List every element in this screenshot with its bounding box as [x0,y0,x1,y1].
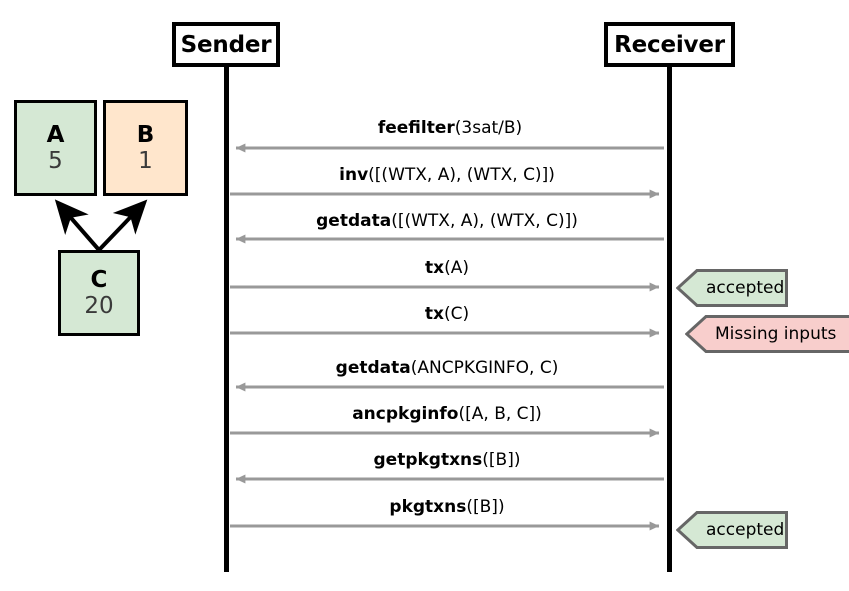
message-args-2: ([(WTX, A), (WTX, C)]) [368,165,555,185]
tx-dependency-edge-C-to-A [54,199,101,252]
tx-dependency-edge-C-to-B [97,199,148,252]
message-label-7: ancpkginfo([A, B, C]) [352,404,542,424]
message-label-4: tx(A) [425,258,469,278]
tx-node-A: A 5 [14,100,97,196]
actor-label-sender: Sender [180,31,272,58]
lifeline-receiver [667,67,672,572]
status-badge-label: accepted [706,278,785,298]
message-label-3: getdata([(WTX, A), (WTX, C)]) [316,211,578,231]
message-command-4: tx [425,258,445,278]
tx-node-B-fee: 1 [138,148,153,174]
message-command-1: feefilter [377,118,455,138]
message-args-4: (A) [444,258,469,278]
tx-node-A-name: A [46,121,65,148]
message-args-5: (C) [443,304,470,324]
message-label-5: tx(C) [425,304,469,324]
message-command-8: getpkgtxns [373,450,483,470]
message-command-3: getdata [316,211,392,231]
badge-pentagon-shape [676,511,788,549]
status-badge-label: Missing inputs [715,324,837,344]
message-label-2: inv([(WTX, A), (WTX, C)]) [339,165,555,185]
message-args-1: (3sat/B) [454,118,523,138]
tx-node-B-name: B [136,121,155,148]
status-badge-missing-inputs: Missing inputs [685,315,849,353]
actor-label-receiver: Receiver [614,31,725,58]
message-args-7: ([A, B, C]) [458,404,542,424]
message-label-6: getdata(ANCPKGINFO, C) [336,358,559,378]
message-label-1: feefilter(3sat/B) [378,118,522,138]
tx-node-A-fee: 5 [48,148,63,174]
badge-pentagon-shape [676,269,788,307]
status-badge-label: accepted [706,520,785,540]
message-label-8: getpkgtxns([B]) [374,450,521,470]
message-command-5: tx [424,304,444,324]
message-args-8: ([B]) [482,450,521,470]
message-command-7: ancpkginfo [352,404,459,424]
message-args-9: ([B]) [466,497,505,517]
status-badge-accepted-package: accepted [676,511,788,549]
actor-header-receiver: Receiver [604,22,735,67]
message-args-6: (ANCPKGINFO, C) [410,358,559,378]
message-command-6: getdata [335,358,411,378]
tx-node-C: C 20 [58,250,140,336]
message-label-9: pkgtxns([B]) [389,497,504,517]
message-command-9: pkgtxns [389,497,467,517]
badge-pentagon-shape [685,315,849,353]
message-command-2: inv [339,165,369,185]
message-args-3: ([(WTX, A), (WTX, C)]) [391,211,578,231]
tx-node-B: B 1 [103,100,188,196]
tx-node-C-fee: 20 [84,293,114,319]
actor-header-sender: Sender [172,22,280,67]
tx-node-C-name: C [90,266,108,293]
status-badge-accepted-tx-a: accepted [676,269,788,307]
lifeline-sender [224,67,229,572]
